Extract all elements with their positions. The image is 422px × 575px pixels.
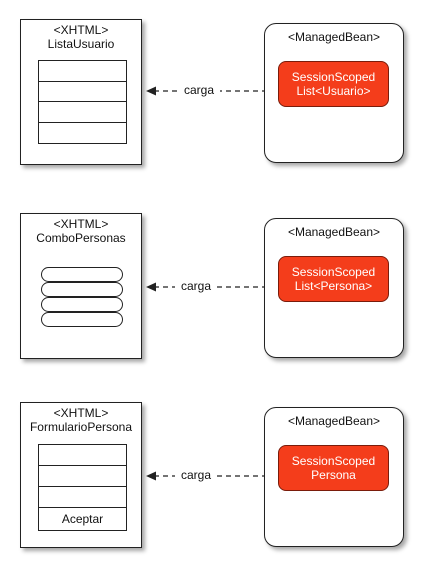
aceptar-button-label: Aceptar xyxy=(61,511,104,526)
connector-label: carga xyxy=(175,468,218,482)
bean-stereotype: <ManagedBean> xyxy=(287,30,381,44)
managed-bean-2: <ManagedBean> SessionScoped List<Persona… xyxy=(264,218,404,358)
connector-carga-3: carga xyxy=(140,466,266,486)
bean-stereotype: <ManagedBean> xyxy=(287,225,381,239)
scope-label: SessionScoped xyxy=(291,70,376,84)
type-label: Persona xyxy=(311,468,356,482)
aceptar-button: Aceptar xyxy=(39,508,126,529)
type-label: List<Persona> xyxy=(294,279,373,293)
scope-label: SessionScoped xyxy=(291,265,376,279)
xhtml-page-title: <XHTML> ComboPersonas xyxy=(21,217,141,245)
xhtml-stereotype: <XHTML> xyxy=(53,406,109,420)
xhtml-page-combo-personas: <XHTML> ComboPersonas xyxy=(20,213,142,359)
persona-form: Aceptar xyxy=(38,444,127,531)
table-row xyxy=(39,102,126,123)
connector-label: carga xyxy=(178,83,221,97)
xhtml-page-name: ListaUsuario xyxy=(47,37,115,51)
connector-carga-1: carga xyxy=(140,81,266,101)
type-label: List<Usuario> xyxy=(296,84,371,98)
session-scoped-list-persona: SessionScoped List<Persona> xyxy=(278,256,389,302)
bean-stereotype: <ManagedBean> xyxy=(287,414,381,428)
combo-option xyxy=(41,297,123,312)
user-list-table xyxy=(38,60,127,144)
xhtml-stereotype: <XHTML> xyxy=(53,217,109,231)
combo-option xyxy=(41,282,123,297)
xhtml-page-name: ComboPersonas xyxy=(36,231,126,245)
xhtml-stereotype: <XHTML> xyxy=(53,23,109,37)
form-field-row xyxy=(39,445,126,466)
session-scoped-list-usuario: SessionScoped List<Usuario> xyxy=(278,61,389,107)
xhtml-page-formulario-persona: <XHTML> FormularioPersona Aceptar xyxy=(20,402,142,548)
xhtml-page-lista-usuario: <XHTML> ListaUsuario xyxy=(20,19,142,165)
xhtml-page-title: <XHTML> FormularioPersona xyxy=(21,406,141,434)
form-field-row xyxy=(39,487,126,508)
table-row xyxy=(39,61,126,82)
connector-carga-2: carga xyxy=(140,277,266,297)
xhtml-page-name: FormularioPersona xyxy=(29,420,133,434)
connector-label: carga xyxy=(175,279,218,293)
managed-bean-1: <ManagedBean> SessionScoped List<Usuario… xyxy=(264,23,404,163)
table-row xyxy=(39,82,126,102)
table-row xyxy=(39,123,126,144)
scope-label: SessionScoped xyxy=(291,454,376,468)
xhtml-page-title: <XHTML> ListaUsuario xyxy=(21,23,141,51)
session-scoped-persona: SessionScoped Persona xyxy=(278,445,389,491)
form-field-row xyxy=(39,466,126,487)
combo-option xyxy=(41,312,123,327)
managed-bean-3: <ManagedBean> SessionScoped Persona xyxy=(264,407,404,547)
combo-option xyxy=(41,267,123,282)
